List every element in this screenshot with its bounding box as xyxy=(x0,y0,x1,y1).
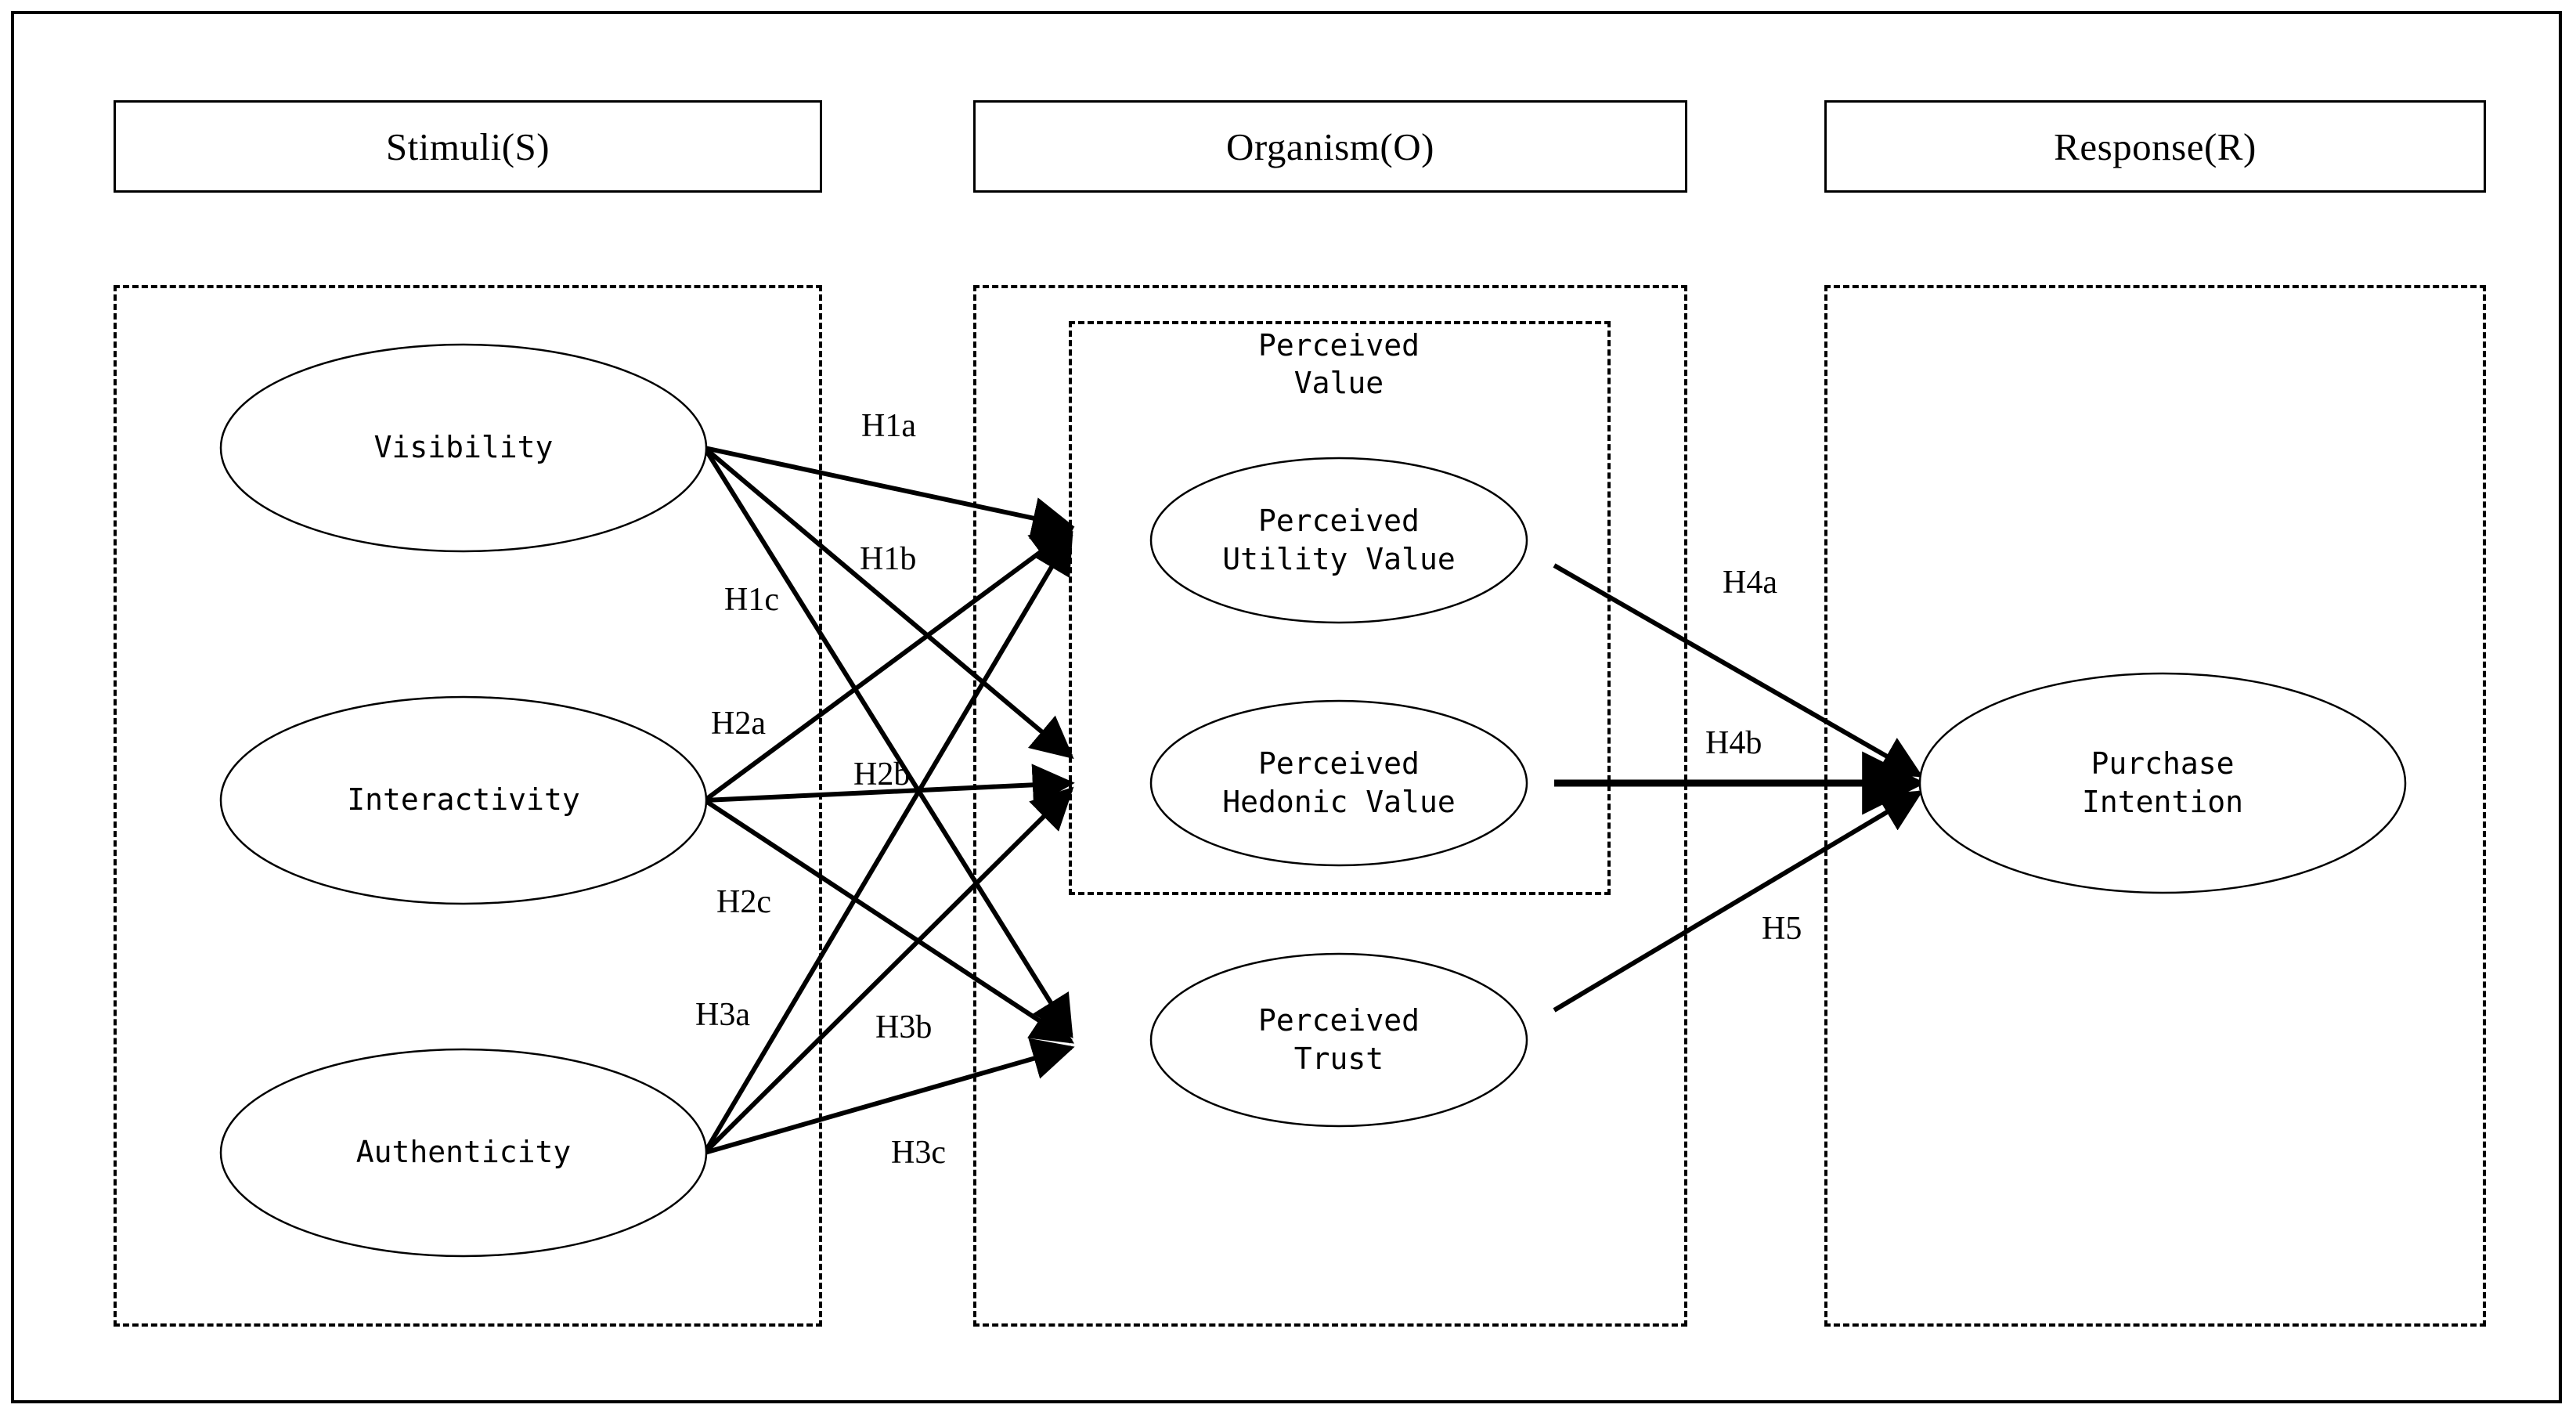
edge-label-h4a: H4a xyxy=(1723,565,1777,601)
edge-label-h3a: H3a xyxy=(695,997,750,1033)
node-label-perceived-trust: Perceived Trust xyxy=(1258,1002,1420,1076)
section-header-response: Response(R) xyxy=(1824,100,2486,193)
perceived-value-group-label: Perceived Value xyxy=(1258,328,1420,400)
outer-frame xyxy=(11,11,2562,1403)
section-header-organism: Organism(O) xyxy=(973,100,1687,193)
edge-label-h1a: H1a xyxy=(861,408,916,444)
edge-label-h3c: H3c xyxy=(891,1135,946,1171)
edge-label-h1b: H1b xyxy=(860,541,917,577)
node-label-visibility: Visibility xyxy=(373,430,554,465)
edge-label-h5: H5 xyxy=(1762,911,1802,947)
node-label-authenticity: Authenticity xyxy=(355,1135,572,1170)
edge-label-h2b: H2b xyxy=(853,756,911,793)
edge-label-h4b: H4b xyxy=(1705,725,1762,761)
node-label-purchase-intention: Purchase Intention xyxy=(2082,746,2243,819)
node-label-interactivity: Interactivity xyxy=(347,782,580,818)
edge-label-h3b: H3b xyxy=(875,1009,933,1045)
node-label-perceived-utility-value: Perceived Utility Value xyxy=(1222,503,1456,576)
edge-label-h1c: H1c xyxy=(724,582,779,618)
edge-label-h2a: H2a xyxy=(711,706,766,742)
section-header-stimuli: Stimuli(S) xyxy=(114,100,822,193)
edge-label-h2c: H2c xyxy=(716,884,771,920)
node-label-perceived-hedonic-value: Perceived Hedonic Value xyxy=(1222,746,1456,819)
